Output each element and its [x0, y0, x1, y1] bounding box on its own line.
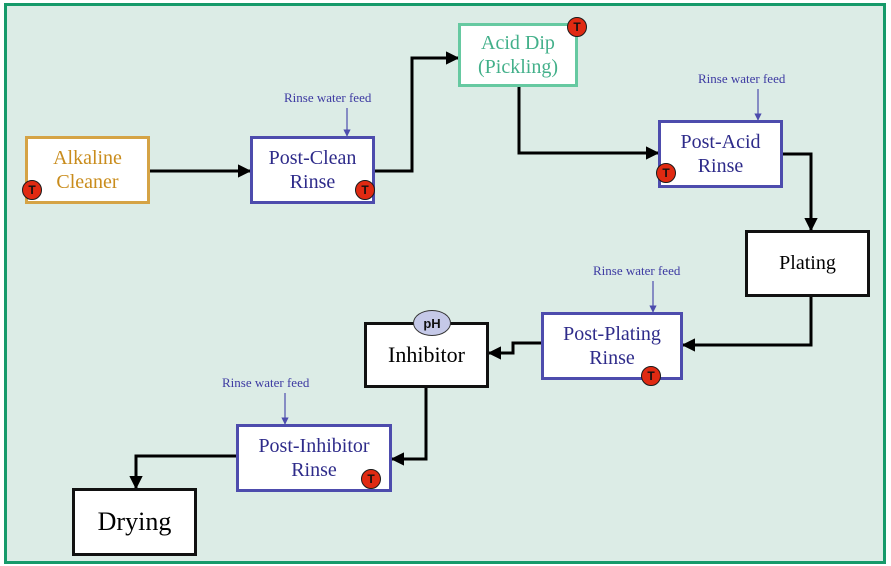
post-acid-rinse-label: Post-Acid Rinse — [680, 130, 761, 177]
temp-sensor-icon: T — [656, 163, 676, 183]
rinse-feed-label: Rinse water feed — [698, 71, 786, 86]
post-inhibitor-rinse-label: Post-Inhibitor Rinse — [258, 434, 370, 481]
temp-sensor-icon: T — [567, 17, 587, 37]
rinse-feed-label: Rinse water feed — [222, 375, 310, 390]
temp-sensor-icon: T — [641, 366, 661, 386]
post-clean-rinse-label: Post-Clean Rinse — [268, 146, 357, 193]
rinse-feed-label: Rinse water feed — [593, 263, 681, 278]
post-clean-rinse-box: Post-Clean Rinse — [250, 136, 375, 204]
post-acid-rinse-box: Post-Acid Rinse — [658, 120, 783, 188]
drying-box: Drying — [72, 488, 197, 556]
arrow-postclean-to-acid — [375, 51, 460, 173]
plating-label: Plating — [779, 252, 836, 275]
post-inhibitor-rinse-box: Post-Inhibitor Rinse — [236, 424, 392, 492]
drying-label: Drying — [97, 507, 172, 537]
acid-dip-box: Acid Dip (Pickling) — [458, 23, 578, 87]
arrow-inhibitor-to-postinhibitor — [390, 388, 428, 466]
ph-sensor-icon: pH — [413, 310, 451, 336]
arrow-acid-to-postacid — [517, 87, 660, 160]
rinse-feed-label: Rinse water feed — [284, 90, 372, 105]
inhibitor-box: Inhibitor — [364, 322, 489, 388]
diagram-frame — [4, 3, 886, 564]
temp-sensor-icon: T — [22, 180, 42, 200]
arrow-postinhibitor-to-drying — [129, 454, 236, 490]
temp-sensor-icon: T — [361, 469, 381, 489]
arrow-postplating-to-inhibitor — [487, 341, 541, 360]
alkaline-cleaner-label: Alkaline Cleaner — [53, 146, 122, 193]
alkaline-cleaner-box: Alkaline Cleaner — [25, 136, 150, 204]
acid-dip-label: Acid Dip (Pickling) — [478, 31, 558, 78]
arrow-postacid-to-plating — [783, 152, 818, 232]
inhibitor-label: Inhibitor — [388, 341, 465, 367]
temp-sensor-icon: T — [355, 180, 375, 200]
plating-box: Plating — [745, 230, 870, 297]
arrow-plating-to-postplating — [681, 297, 813, 352]
post-plating-rinse-box: Post-Plating Rinse — [541, 312, 683, 380]
post-plating-rinse-label: Post-Plating Rinse — [563, 322, 661, 369]
